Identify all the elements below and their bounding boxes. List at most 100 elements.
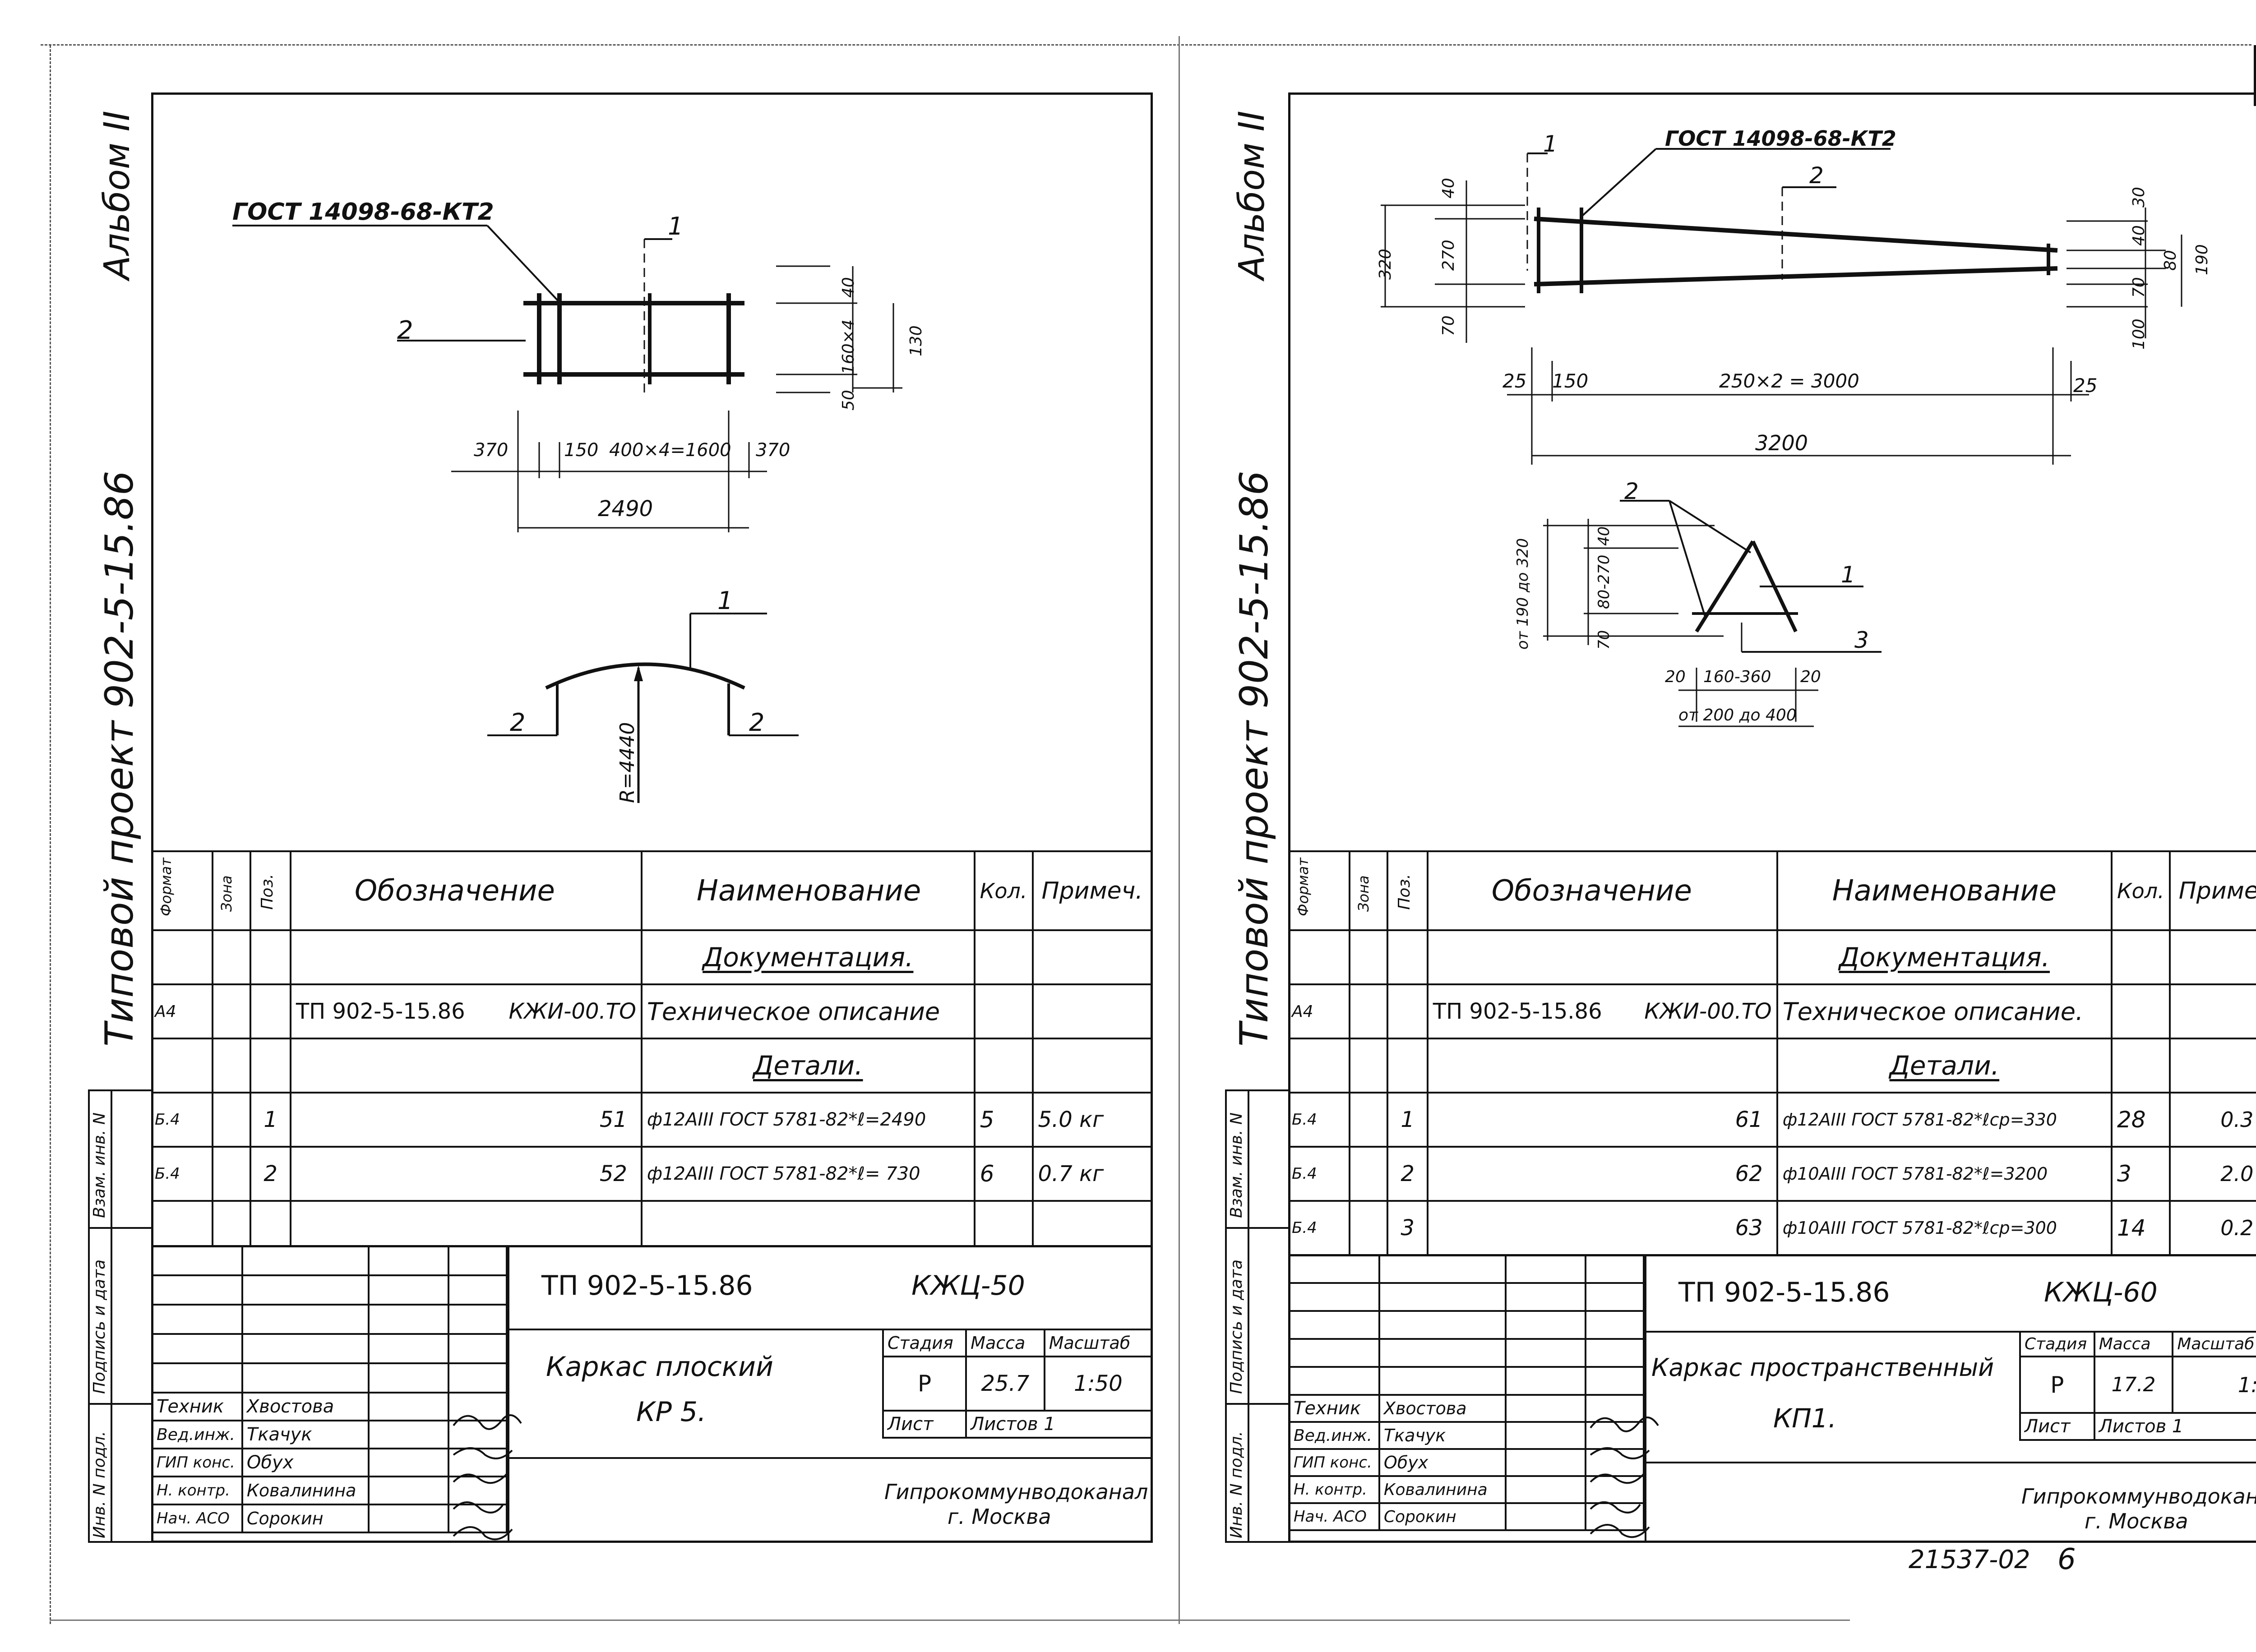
table-row: ГИП конс.Обух <box>1288 1448 1645 1477</box>
scale-value: 1:20 <box>2172 1356 2256 1414</box>
signature <box>367 1476 450 1505</box>
mass-value: 25.7 <box>965 1356 1045 1412</box>
right-dim-3200: 3200 <box>1755 431 1808 455</box>
person-role: ГИП конс. <box>151 1448 243 1477</box>
row-note: 0.2 кг <box>2168 1200 2256 1256</box>
stage-label: Стадия <box>882 1329 967 1357</box>
left-dim-370a: 370 <box>474 440 509 461</box>
right-stamp-title-1: Каркас пространственный <box>1651 1353 1994 1382</box>
right-dim-from200: от 200 до 400 <box>1678 706 1797 724</box>
row-pos: 3 <box>1387 1200 1428 1256</box>
right-stamp-doc-code: ТП 902-5-15.86 <box>1678 1277 1890 1308</box>
left-title-block <box>151 1245 1153 1545</box>
right-stamp-rule-org <box>1645 1462 2256 1463</box>
right-side-stamp-rule-2 <box>1225 1403 1288 1405</box>
right-spec-section-parts: Детали. <box>1288 1038 2256 1094</box>
left-side-stamp-rule-2 <box>88 1403 151 1405</box>
table-row: Б.4 3 63 ф10АIII ГОСТ 5781-82*ℓср=300 14… <box>1288 1200 2256 1256</box>
right-col-note: Примеч. <box>2168 850 2256 931</box>
row-note: 2.0 кг <box>2168 1146 2256 1202</box>
table-row: Б.4 2 62 ф10АIII ГОСТ 5781-82*ℓ=3200 3 2… <box>1288 1146 2256 1202</box>
left-doc-designation: ТП 902-5-15.86 <box>296 999 465 1024</box>
signature <box>367 1448 450 1477</box>
table-row: ГИП конс.Обух <box>151 1448 508 1477</box>
right-doc-name: Техническое описание. <box>1776 983 2113 1039</box>
row-qty: 5 <box>973 1092 1034 1148</box>
left-stamp-doc-code: ТП 902-5-15.86 <box>541 1270 753 1301</box>
person-name: Сорокин <box>1378 1502 1507 1531</box>
left-stamp-title-2: КР 5. <box>636 1396 707 1428</box>
right-side-stamp-rule-1 <box>1225 1227 1288 1229</box>
row-pos: 2 <box>1387 1146 1428 1202</box>
row-format: Б.4 <box>1288 1146 1350 1202</box>
row-name: ф12АIII ГОСТ 5781-82*ℓср=330 <box>1776 1092 2113 1148</box>
sheet-label: Лист <box>882 1410 967 1439</box>
left-doc-designation-cell: ТП 902-5-15.86 КЖИ-00.ТО <box>289 983 643 1039</box>
row-note: 0.7 кг <box>1031 1146 1153 1202</box>
left-spec-header: Формат Зона Поз. Обозначение Наименовани… <box>151 850 1153 931</box>
person-role: Н. контр. <box>151 1476 243 1505</box>
left-stamp-title-1: Каркас плоский <box>546 1351 774 1383</box>
row-designation: 52 <box>289 1146 643 1202</box>
right-callout-1: 1 <box>1543 131 1558 157</box>
table-row: Н. контр.Ковалинина <box>151 1476 508 1505</box>
stage-value: Р <box>2019 1356 2095 1414</box>
person-role: Нач. АСО <box>1288 1502 1380 1531</box>
right-spec-header: Формат Зона Поз. Обозначение Наименовани… <box>1288 850 2256 931</box>
signature <box>367 1392 450 1421</box>
row-pos: 1 <box>250 1092 291 1148</box>
left-callout-2-arc-l: 2 <box>510 708 526 737</box>
person-role: Вед.инж. <box>151 1420 243 1449</box>
person-name: Ковалинина <box>241 1476 370 1505</box>
right-dim-25a: 25 <box>1502 370 1527 392</box>
left-org-line1: Гипрокоммунводоканал <box>884 1480 1148 1504</box>
left-callout-1: 1 <box>668 212 684 240</box>
left-callout-1-arc: 1 <box>717 586 733 615</box>
left-spec-section-parts: Детали. <box>151 1038 1153 1094</box>
right-section-docs-title: Документация. <box>1839 942 2050 973</box>
right-col-name: Наименование <box>1776 850 2113 931</box>
mass-value: 17.2 <box>2093 1356 2174 1414</box>
person-role: ГИП конс. <box>1288 1448 1380 1477</box>
person-name: Обух <box>241 1448 370 1477</box>
scale-value: 1:50 <box>1043 1356 1153 1412</box>
row-note: 5.0 кг <box>1031 1092 1153 1148</box>
left-stamp-rule-h1 <box>508 1329 1153 1330</box>
trim-line-mid <box>1179 36 1180 1624</box>
row-qty: 6 <box>973 1146 1034 1202</box>
right-callout-1-section: 1 <box>1841 562 1855 588</box>
scale-label: Масштаб <box>1043 1329 1153 1357</box>
left-col-qty: Кол. <box>973 850 1034 931</box>
right-side-stamp <box>1225 1089 1288 1543</box>
person-name: Ткачук <box>241 1420 370 1449</box>
left-doc-code: КЖИ-00.ТО <box>509 999 636 1024</box>
signature <box>367 1420 450 1449</box>
right-stamp-rule-h1 <box>1645 1331 2256 1333</box>
footer-page: 6 <box>2057 1543 2076 1576</box>
left-dim-150: 150 <box>564 440 599 461</box>
signature <box>1504 1421 1587 1450</box>
mass-label: Масса <box>965 1329 1045 1357</box>
row-format: Б.4 <box>151 1146 213 1202</box>
row-pos: 1 <box>1387 1092 1428 1148</box>
sheets-label: Листов 1 <box>2093 1412 2256 1441</box>
right-dim-160-360: 160-360 <box>1703 668 1771 686</box>
table-row: Б.4 2 52 ф12АIII ГОСТ 5781-82*ℓ= 730 6 0… <box>151 1146 1153 1202</box>
right-stamp-sheet-code: КЖЦ-60 <box>2044 1277 2158 1308</box>
person-name: Обух <box>1378 1448 1507 1477</box>
left-sheet-frame <box>151 92 1153 1543</box>
right-doc-code: КЖИ-00.ТО <box>1644 999 1772 1024</box>
table-row: Б.4 1 61 ф12АIII ГОСТ 5781-82*ℓср=330 28… <box>1288 1092 2256 1148</box>
right-spec-section-docs: Документация. <box>1288 929 2256 985</box>
signature <box>367 1504 450 1533</box>
row-name: ф12АIII ГОСТ 5781-82*ℓ=2490 <box>640 1092 975 1148</box>
right-callout-3-section: 3 <box>1854 627 1869 653</box>
left-spec-section-docs: Документация. <box>151 929 1153 985</box>
sheet-label: Лист <box>2019 1412 2095 1441</box>
